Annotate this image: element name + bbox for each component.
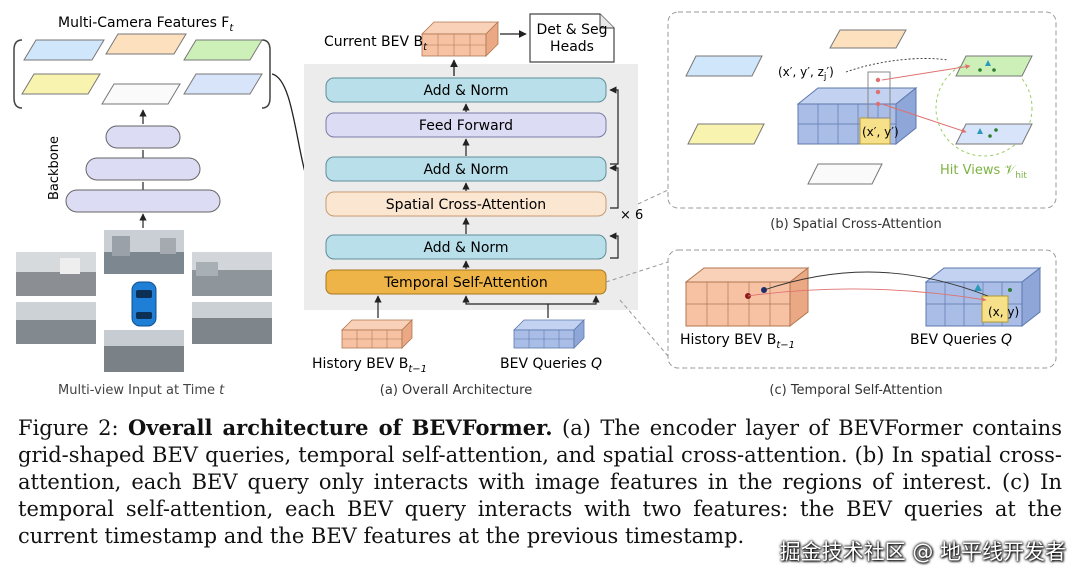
sample-marker [977, 128, 983, 134]
residual-3 [609, 86, 619, 165]
backbone-stage-3 [105, 125, 181, 149]
queries-to-tsa-arrow [462, 295, 549, 318]
sca-view-white [807, 163, 883, 185]
ref-point-1 [875, 77, 881, 83]
sample-point [992, 68, 996, 72]
encoder-layer-panel [304, 64, 638, 310]
feature-map-orange [105, 33, 187, 55]
sample-point [994, 128, 998, 132]
current-bev-grid [421, 21, 499, 57]
zoom-line-tsa-top [605, 261, 669, 283]
add-norm-block-1 [325, 234, 607, 260]
input-label: Multi-view Input at Time t [58, 383, 225, 398]
tsa-link-1 [763, 271, 989, 297]
feed-forward-label: Feed Forward [419, 118, 513, 134]
temporal-self-attention-label: Temporal Self-Attention [383, 275, 547, 291]
camera-image-front [104, 230, 184, 274]
tsa-dashed-frame [667, 249, 1057, 369]
add-norm-label-1: Add & Norm [423, 240, 508, 256]
feature-map-lightblue [183, 73, 263, 95]
spatial-cross-attention-block [325, 191, 607, 217]
hit-view-blue [955, 123, 1033, 145]
hit-views-circle [935, 59, 1033, 157]
feed-forward-block [325, 112, 607, 138]
camera-image-back [104, 330, 184, 372]
backbone-stage-2 [85, 157, 201, 181]
camera-image-back-left [16, 302, 96, 344]
tsa-bev-queries-label: BEV Queries Q [910, 332, 1012, 348]
tsa-link-2 [747, 288, 987, 302]
label-leader-line [845, 58, 949, 73]
sca-pillar [867, 71, 891, 119]
sample-point [988, 134, 992, 138]
feature-map-green [183, 39, 263, 61]
spatial-cross-attention-label: Spatial Cross-Attention [386, 197, 546, 213]
feature-map-white [101, 83, 181, 105]
sca-dashed-frame [667, 11, 1057, 209]
caption-title: Overall architecture of BEVFormer. [128, 415, 553, 440]
spatial-cross-attention-panel: (x′, y′, zj′) (x′, y′) Hit Views 𝒱hit (b… [667, 11, 1057, 232]
camera-image-front-right [192, 252, 272, 296]
history-bev-small-grid [341, 319, 413, 349]
add-norm-block-3 [325, 77, 607, 103]
det-seg-heads-box: Det & Seg Heads [529, 13, 615, 63]
sca-bev-query-grid [796, 86, 918, 146]
tsa-history-bev-grid [684, 266, 810, 328]
ref-point-3 [875, 101, 881, 107]
temporal-self-attention-panel: (x, y) History BEV Bt−1 BEV Queries Q (c… [667, 249, 1057, 398]
watermark: 掘金技术社区 @ 地平线开发者 [779, 540, 1066, 564]
sca-view-yellow [687, 123, 765, 145]
history-bev-label: History BEV Bt−1 [312, 356, 427, 375]
tsa-cell-label: (x, y) [988, 305, 1019, 319]
hit-views-label: Hit Views 𝒱hit [940, 163, 1027, 181]
tsa-history-bev-label: History BEV Bt−1 [680, 332, 795, 351]
ego-car-icon [131, 281, 157, 327]
queries-residual-arrow [548, 295, 600, 305]
caption-prefix: Figure 2: [18, 416, 129, 440]
hit-view-green [955, 55, 1033, 77]
residual-2 [609, 164, 619, 209]
add-norm-block-2 [325, 156, 607, 182]
bev-queries-small-grid [513, 319, 585, 349]
features-bracket-left [13, 39, 23, 109]
sca-view-blue [685, 55, 763, 77]
feature-map-blue [23, 39, 105, 61]
projection-arrow-2 [881, 103, 967, 133]
ref-point-2 [875, 89, 881, 95]
left-panel: Multi-Camera Features Ft Backbone [13, 15, 272, 398]
overall-architecture-caption: (a) Overall Architecture [380, 383, 532, 398]
sca-cell-label: (x′, y′) [862, 125, 899, 139]
backbone-label: Backbone [47, 136, 62, 200]
camera-image-back-right [192, 302, 272, 344]
center-panel: Current BEV Bt Det & Seg Heads Add & Nor… [304, 13, 643, 398]
features-bracket-right [261, 39, 271, 109]
add-norm-label-2: Add & Norm [423, 162, 508, 178]
spatial-cross-attention-caption: (b) Spatial Cross-Attention [770, 217, 941, 232]
sca-view-orange [829, 29, 907, 49]
sample-point [978, 68, 982, 72]
camera-image-front-left [16, 252, 96, 296]
bevformer-figure: Multi-Camera Features Ft Backbone [13, 11, 1057, 398]
zoom-line-sca [637, 189, 669, 205]
sample-marker [985, 60, 991, 66]
residual-1 [609, 232, 619, 259]
sca-point-label: (x′, y′, zj′) [778, 65, 834, 82]
backbone-stage-1 [65, 189, 221, 213]
temporal-self-attention-caption: (c) Temporal Self-Attention [769, 383, 942, 398]
features-label: Multi-Camera Features Ft [58, 15, 234, 34]
svg-text:Det & Seg: Det & Seg [536, 22, 607, 38]
add-norm-label-3: Add & Norm [423, 83, 508, 99]
current-bev-label: Current BEV Bt [324, 34, 428, 53]
zoom-line-tsa-bottom [619, 299, 669, 357]
feature-map-yellow [21, 73, 101, 95]
projection-arrow-1 [881, 64, 971, 81]
caption-body: (a) The encoder layer of BEVFormer conta… [18, 416, 1062, 548]
svg-text:Heads: Heads [550, 39, 594, 55]
bev-queries-label: BEV Queries Q [500, 356, 602, 372]
tsa-bev-queries-grid [924, 266, 1042, 328]
figure-caption: Figure 2: Overall architecture of BEVFor… [18, 414, 1062, 550]
repeat-label: × 6 [620, 208, 643, 223]
